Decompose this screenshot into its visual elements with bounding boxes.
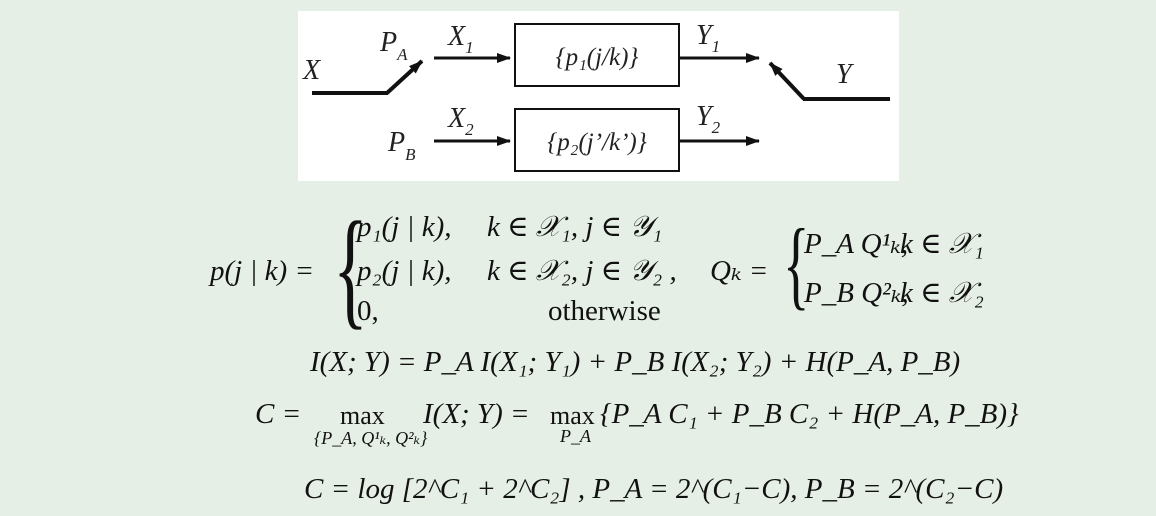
eq1-brace: { (333, 194, 368, 341)
eq3-max1-subscript: {P_A, Q¹ₖ, Q²ₖ} (314, 428, 428, 448)
eq3-rhs: {P_A C₁ + P_B C₂ + H(P_A, P_B)} (600, 398, 1019, 430)
output-label: Y (836, 59, 855, 90)
eq1-case1-left: p₁(j | k), (357, 211, 452, 243)
eq3-max2: max (550, 401, 595, 430)
eq4-capacity-solution: C = log [2^C₁ + 2^C₂] , P_A = 2^(C₁−C), … (304, 473, 1004, 505)
eq1-q-lhs: Qₖ = (710, 255, 769, 287)
eq3-max2-subscript: P_A (560, 426, 591, 446)
pa-label: PA (379, 27, 408, 64)
eq3-lhs: C = (255, 398, 302, 430)
x2-label: X2 (447, 103, 474, 139)
x1-label: X1 (447, 21, 474, 57)
eq1-lhs: p(j | k) = (210, 255, 315, 287)
diagram-svg: X PA X1 X2 PB Y1 Y2 Y {p₁(j/k)} {p₂(j’/k… (302, 20, 890, 172)
eq3-mid: I(X; Y) = (423, 398, 530, 430)
channel-box-2 (514, 108, 680, 172)
eq1-q-case1-right: k ∈ 𝒳₁ (900, 228, 984, 260)
eq1-case3-right: otherwise (548, 295, 661, 327)
input-label: X (302, 55, 321, 86)
eq1-case1-right: k ∈ 𝒳₁, j ∈ 𝒴₁ (487, 211, 663, 243)
eq1-q-brace: { (783, 208, 810, 319)
eq1-case2-right: k ∈ 𝒳₂, j ∈ 𝒴₂ , (487, 255, 677, 287)
input-switch-arm (385, 59, 424, 95)
y1-label: Y1 (696, 20, 720, 56)
y2-label: Y2 (696, 101, 721, 137)
channel-2-label: {p₂(j’/k’)} (547, 129, 646, 156)
eq1-case3-left: 0, (357, 295, 379, 327)
pb-label: PB (387, 127, 416, 164)
channel-box-1 (514, 23, 680, 87)
output-switch-arm (768, 61, 806, 101)
eq1-q-case2-right: k ∈ 𝒳₂ (900, 277, 984, 309)
eq1-case2-left: p₂(j | k), (357, 255, 452, 287)
eq1-q-case1-left: P_A Q¹ₖ, (804, 228, 909, 260)
channel-1-label: {p₁(j/k)} (556, 44, 639, 71)
channel-block-diagram: X PA X1 X2 PB Y1 Y2 Y {p₁(j/k)} {p₂(j’/k… (298, 11, 899, 181)
eq1-q-case2-left: P_B Q²ₖ, (804, 277, 909, 309)
eq3-max1: max (340, 401, 385, 430)
eq2-mutual-information: I(X; Y) = P_A I(X₁; Y₁) + P_B I(X₂; Y₂) … (310, 346, 961, 378)
